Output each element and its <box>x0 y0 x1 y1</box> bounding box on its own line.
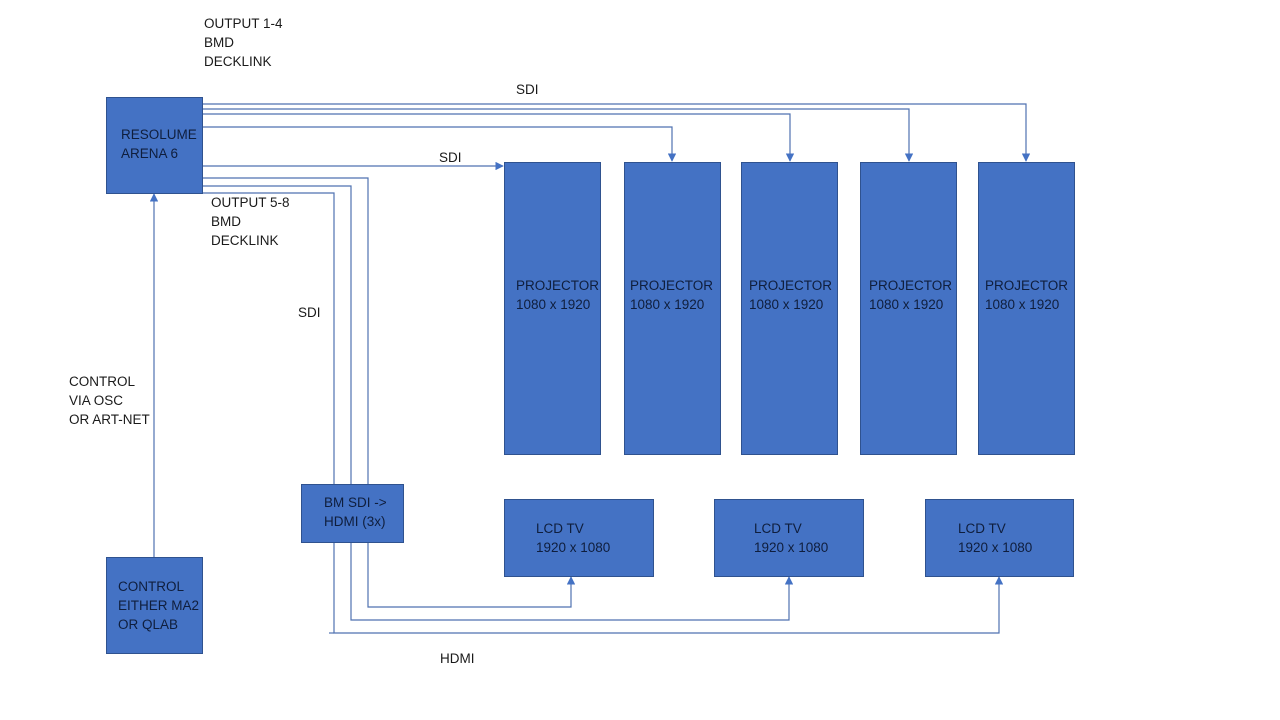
output-1-4-line-3: DECKLINK <box>204 54 272 69</box>
output-5-8-line-1: OUTPUT 5-8 <box>211 195 290 210</box>
control-via-line-2: VIA OSC <box>69 393 124 408</box>
output-1-4-line-2: BMD <box>204 35 234 50</box>
output-5-8-label: OUTPUT 5-8 BMD DECKLINK <box>211 193 290 250</box>
projector-resolution: 1080 x 1920 <box>516 297 591 312</box>
lcd-label: LCD TV <box>958 521 1006 536</box>
resolume-arena-node[interactable]: RESOLUME ARENA 6 <box>106 97 203 194</box>
wire-to-projector-5 <box>203 103 1031 162</box>
resolume-label-line-1: RESOLUME <box>121 127 197 142</box>
converter-node[interactable]: BM SDI -> HDMI (3x) <box>301 484 404 543</box>
lcd-resolution: 1920 x 1080 <box>958 540 1033 555</box>
projector-node[interactable]: PROJECTOR 1080 x 1920 <box>978 162 1075 455</box>
sdi-label-left: SDI <box>298 305 321 320</box>
projector-node[interactable]: PROJECTOR 1080 x 1920 <box>741 162 838 455</box>
wire-to-projector-3 <box>203 113 795 162</box>
projector-resolution: 1080 x 1920 <box>985 297 1060 312</box>
resolume-label-line-2: ARENA 6 <box>121 146 179 161</box>
projector-node[interactable]: PROJECTOR 1080 x 1920 <box>860 162 957 455</box>
lcd-resolution: 1920 x 1080 <box>536 540 611 555</box>
lcd-resolution: 1920 x 1080 <box>754 540 829 555</box>
control-label-line-1: CONTROL <box>118 579 185 594</box>
projector-node[interactable]: PROJECTOR 1080 x 1920 <box>504 162 601 455</box>
projector-resolution: 1080 x 1920 <box>630 297 705 312</box>
control-node[interactable]: CONTROL EITHER MA2 OR QLAB <box>106 557 203 654</box>
converter-label-line-2: HDMI (3x) <box>324 514 386 529</box>
lcd-tv-node[interactable]: LCD TV 1920 x 1080 <box>504 499 654 577</box>
output-1-4-line-1: OUTPUT 1-4 <box>204 16 283 31</box>
lcd-label: LCD TV <box>754 521 802 536</box>
hdmi-label: HDMI <box>440 651 475 666</box>
lcd-label: LCD TV <box>536 521 584 536</box>
projector-label: PROJECTOR <box>985 278 1069 293</box>
wire-to-projector-2 <box>203 126 677 162</box>
converter-label-line-1: BM SDI -> <box>324 495 387 510</box>
projector-node[interactable]: PROJECTOR 1080 x 1920 <box>624 162 721 455</box>
control-via-line-3: OR ART-NET <box>69 412 150 427</box>
wire-to-lcd-2 <box>203 185 794 621</box>
control-label-line-3: OR QLAB <box>118 617 179 632</box>
projector-label: PROJECTOR <box>630 278 714 293</box>
output-1-4-label: OUTPUT 1-4 BMD DECKLINK <box>204 14 283 71</box>
output-5-8-line-3: DECKLINK <box>211 233 279 248</box>
control-label-line-2: EITHER MA2 <box>118 598 200 613</box>
projector-label: PROJECTOR <box>516 278 600 293</box>
output-5-8-line-2: BMD <box>211 214 241 229</box>
lcd-tv-node[interactable]: LCD TV 1920 x 1080 <box>925 499 1074 577</box>
lcd-tv-node[interactable]: LCD TV 1920 x 1080 <box>714 499 864 577</box>
projector-resolution: 1080 x 1920 <box>749 297 824 312</box>
wire-to-lcd-1 <box>203 177 576 608</box>
control-via-line-1: CONTROL <box>69 374 136 389</box>
projector-resolution: 1080 x 1920 <box>869 297 944 312</box>
projector-label: PROJECTOR <box>749 278 833 293</box>
wire-to-projector-4 <box>203 108 914 162</box>
control-via-label: CONTROL VIA OSC OR ART-NET <box>69 372 150 429</box>
projector-label: PROJECTOR <box>869 278 953 293</box>
sdi-label-top: SDI <box>516 82 539 97</box>
sdi-label-mid: SDI <box>439 150 462 165</box>
